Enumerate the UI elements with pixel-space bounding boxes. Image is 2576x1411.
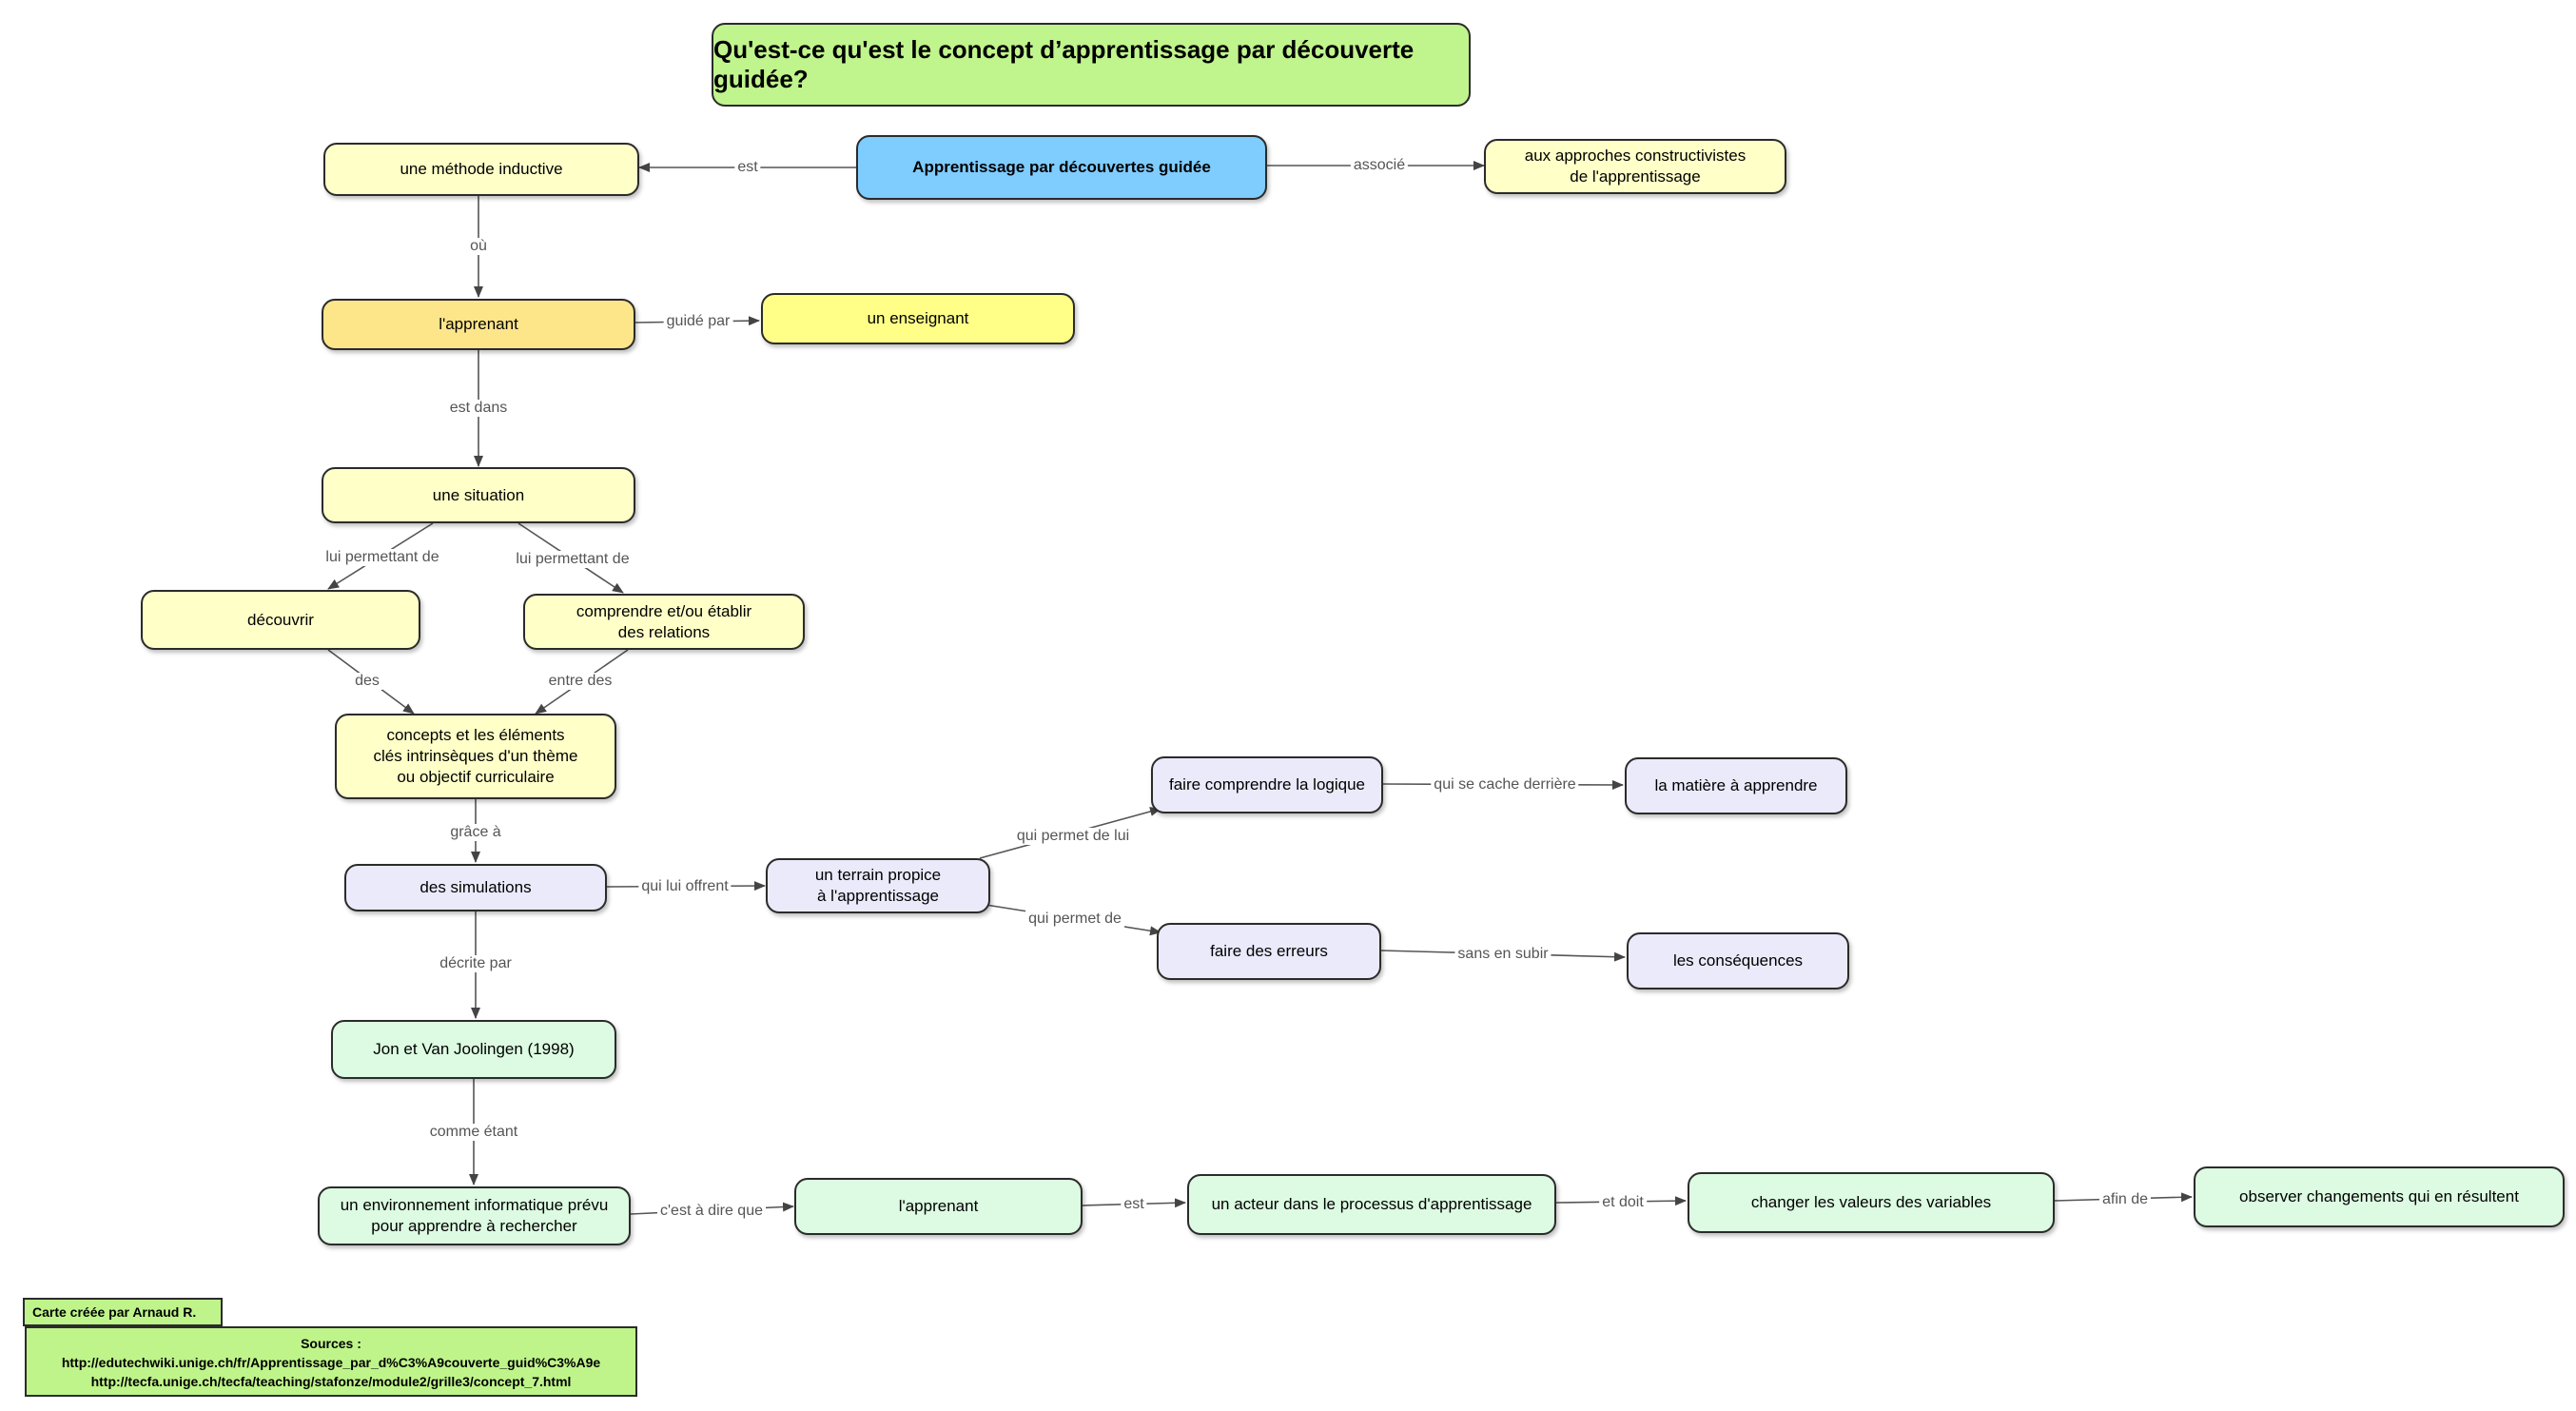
node-matiere-a-apprendre[interactable]: la matière à apprendre xyxy=(1625,757,1847,814)
sources-box: Sources : http://edutechwiki.unige.ch/fr… xyxy=(25,1326,637,1397)
label-associe: associé xyxy=(1350,157,1409,174)
node-methode-inductive[interactable]: une méthode inductive xyxy=(323,143,639,196)
credit-box: Carte créée par Arnaud R. xyxy=(23,1298,223,1326)
label-afin-de: afin de xyxy=(2098,1191,2152,1208)
node-simulations[interactable]: des simulations xyxy=(344,864,607,911)
node-changer-valeurs[interactable]: changer les valeurs des variables xyxy=(1688,1172,2055,1233)
source-link-edutechwiki[interactable]: http://edutechwiki.unige.ch/fr/Apprentis… xyxy=(61,1355,601,1370)
label-ou: où xyxy=(467,238,490,255)
label-qui-se-cache: qui se cache derrière xyxy=(1431,776,1579,794)
label-entre-des: entre des xyxy=(545,673,615,690)
label-comme-etant: comme étant xyxy=(426,1124,521,1141)
source-link-tecfa[interactable]: http://tecfa.unige.ch/tecfa/teaching/sta… xyxy=(90,1374,572,1389)
node-enseignant[interactable]: un enseignant xyxy=(761,293,1075,344)
sources-title: Sources : xyxy=(301,1336,361,1351)
node-comprendre-relations[interactable]: comprendre et/ou établir des relations xyxy=(523,594,805,650)
label-qui-permet-de-lui: qui permet de lui xyxy=(1013,828,1133,845)
label-est-dans: est dans xyxy=(446,400,511,417)
label-guide-par: guidé par xyxy=(663,313,733,330)
node-consequences[interactable]: les conséquences xyxy=(1627,932,1849,990)
node-apprenant-2[interactable]: l'apprenant xyxy=(794,1178,1083,1235)
label-sans-en-subir: sans en subir xyxy=(1454,946,1551,963)
node-central-concept[interactable]: Apprentissage par découvertes guidée xyxy=(856,135,1267,200)
label-est-1: est xyxy=(734,159,761,176)
label-cest-a-dire: c'est à dire que xyxy=(656,1203,767,1220)
node-terrain-propice[interactable]: un terrain propice à l'apprentissage xyxy=(766,858,990,913)
node-concepts-elements[interactable]: concepts et les éléments clés intrinsèqu… xyxy=(335,714,616,799)
label-permet-1: lui permettant de xyxy=(322,549,442,566)
node-jon-van-joolingen[interactable]: Jon et Van Joolingen (1998) xyxy=(331,1020,616,1079)
label-des: des xyxy=(352,673,382,690)
node-faire-comprendre-logique[interactable]: faire comprendre la logique xyxy=(1151,756,1383,813)
label-qui-permet-de: qui permet de xyxy=(1025,911,1124,928)
map-title: Qu'est-ce qu'est le concept d’apprentiss… xyxy=(712,23,1471,107)
node-decouvrir[interactable]: découvrir xyxy=(141,590,420,650)
label-permet-2: lui permettant de xyxy=(513,551,633,568)
node-acteur-processus[interactable]: un acteur dans le processus d'apprentiss… xyxy=(1187,1174,1556,1235)
label-et-doit: et doit xyxy=(1599,1194,1647,1211)
node-environnement-informatique[interactable]: un environnement informatique prévu pour… xyxy=(318,1186,631,1245)
node-approches-constructivistes[interactable]: aux approches constructivistes de l'appr… xyxy=(1484,139,1786,194)
label-grace-a: grâce à xyxy=(447,824,504,841)
label-est-2: est xyxy=(1121,1196,1147,1213)
label-qui-lui-offrent: qui lui offrent xyxy=(638,878,732,895)
node-apprenant[interactable]: l'apprenant xyxy=(322,299,635,350)
node-faire-des-erreurs[interactable]: faire des erreurs xyxy=(1157,923,1381,980)
node-situation[interactable]: une situation xyxy=(322,467,635,523)
label-decrite-par: décrite par xyxy=(437,955,515,972)
node-observer-changements[interactable]: observer changements qui en résultent xyxy=(2194,1166,2565,1227)
